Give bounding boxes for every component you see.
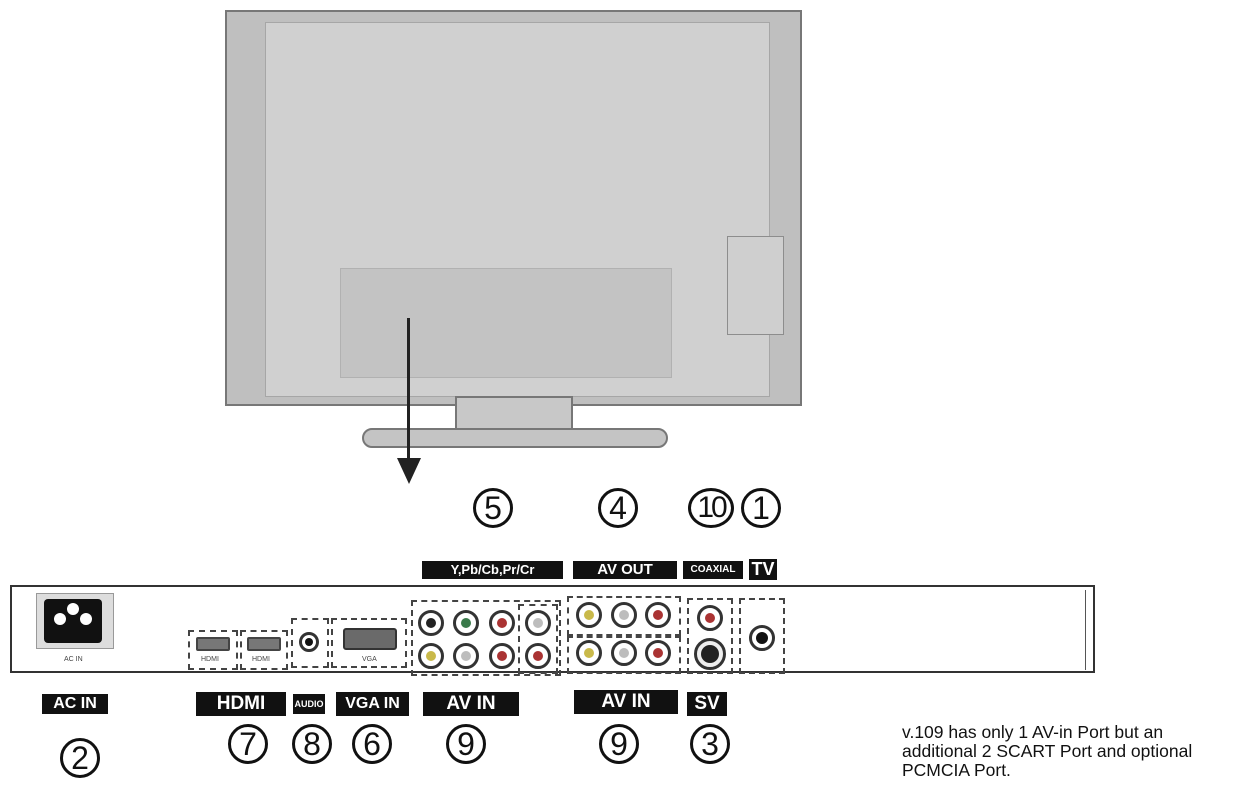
label-sv: SV [687,692,727,716]
label-coaxial: COAXIAL [683,561,743,579]
ac-in-panel-text: AC IN [64,656,83,663]
ac-pin-left [54,613,66,625]
vga-port [343,628,397,650]
version-note: v.109 has only 1 AV-in Port but an addit… [902,722,1193,780]
vga-box [331,618,407,668]
number-2: 2 [60,738,100,778]
av-out-audio-r-jack [645,602,671,628]
zoom-arrow-line [407,318,410,460]
s-video-port-core [701,645,719,663]
av-in-right-box [567,636,681,674]
label-av-in-left: AV IN [423,692,519,716]
av-in-right-audio-l-jack [611,640,637,666]
component-y-jack [418,610,444,636]
av-in-audio-l-jack [525,610,551,636]
back-panel-inner-edge [10,590,1086,670]
audio-box [291,618,329,668]
av-in-audio-r-jack [525,643,551,669]
av-out-box [567,596,681,636]
label-ac-in: AC IN [42,694,108,714]
number-3: 3 [690,724,730,764]
av-in-red-jack [489,643,515,669]
tv-antenna-core [756,632,768,644]
tv-side-panel [727,236,784,335]
coaxial-jack [697,605,723,631]
audio-jack-core [305,638,313,646]
back-connector-panel [10,585,1095,673]
label-ypbpr: Y,Pb/Cb,Pr/Cr [422,561,563,579]
tv-stand-neck [455,396,573,432]
av-in-white-jack [453,643,479,669]
zoom-arrow-head [397,458,421,484]
hdmi-2-box [240,630,288,670]
av-in-audio-subbox [518,604,558,674]
number-8: 8 [292,724,332,764]
av-in-right-video-jack [576,640,602,666]
hdmi-1-port [196,637,230,651]
number-6: 6 [352,724,392,764]
component-pr-jack [489,610,515,636]
tv-connector-area [340,268,672,378]
label-av-in-right: AV IN [574,690,678,714]
number-4: 4 [598,488,638,528]
coaxial-sv-box [687,598,733,674]
vga-panel-text: VGA [362,656,377,663]
component-pb-jack [453,610,479,636]
label-vga-in: VGA IN [336,692,409,716]
number-10: 10 [688,488,734,528]
tv-antenna-box [739,598,785,674]
label-av-out: AV OUT [573,561,677,579]
hdmi-2-panel-text: HDMI [252,656,270,663]
label-hdmi: HDMI [196,692,286,716]
av-in-right-audio-r-jack [645,640,671,666]
av-out-video-jack [576,602,602,628]
number-7: 7 [228,724,268,764]
label-tv: TV [749,559,777,580]
ac-pin-top [67,603,79,615]
hdmi-2-port [247,637,281,651]
ac-pin-right [80,613,92,625]
av-in-video-jack [418,643,444,669]
av-out-audio-l-jack [611,602,637,628]
number-9-right: 9 [599,724,639,764]
tv-stand-base [362,428,668,448]
number-9-left: 9 [446,724,486,764]
hdmi-1-box [188,630,238,670]
number-5: 5 [473,488,513,528]
label-audio: AUDIO [293,694,325,714]
number-1: 1 [741,488,781,528]
hdmi-1-panel-text: HDMI [201,656,219,663]
ypbpr-av-in-box [411,600,561,676]
